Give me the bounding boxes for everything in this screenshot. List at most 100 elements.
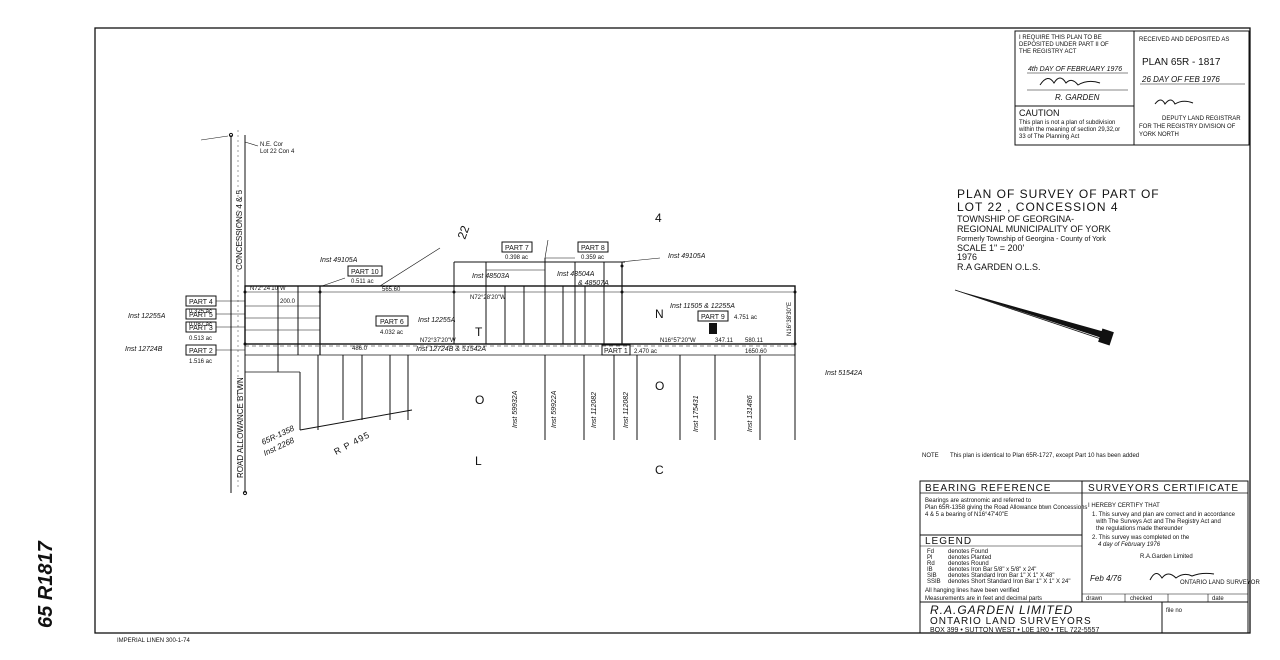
plan-number: PLAN 65R - 1817 <box>1142 57 1221 68</box>
svg-text:0.511 ac: 0.511 ac <box>351 279 374 285</box>
registrar-line: DEPUTY LAND REGISTRAR <box>1162 116 1241 122</box>
legend-text-1: denotes Found <box>948 549 988 555</box>
bearing-reference-2: Plan 65R-1358 giving the Road Allowance … <box>925 505 1087 511</box>
svg-text:2.470 ac: 2.470 ac <box>634 349 657 355</box>
concession-number: 4 <box>655 211 662 225</box>
svg-text:PART 2: PART 2 <box>189 348 213 355</box>
svg-text:PART 4: PART 4 <box>189 299 213 306</box>
bearing-left-top: N72°24'10"W <box>250 286 286 292</box>
rp-495: R P 495 <box>332 429 371 456</box>
title-line-1: PLAN OF SURVEY OF PART OF <box>957 187 1160 201</box>
bearing-part1: N16°57'20"W <box>660 338 696 344</box>
certificate-item1-1: 1. This survey and plan are correct and … <box>1092 512 1236 518</box>
margin-handwritten: 65 R1817 <box>35 540 57 628</box>
certificate-title: SURVEYORS CERTIFICATE <box>1088 483 1239 494</box>
distance-1: 565.60 <box>382 287 401 293</box>
legend-text-2: denotes Planted <box>948 555 991 561</box>
require-text-2: DEPOSITED UNDER PART II OF <box>1019 42 1109 48</box>
inst-175431: Inst 175431 <box>693 395 700 432</box>
ne-corner-1: N.E. Cor <box>260 142 283 148</box>
certificate-ols: ONTARIO LAND SURVEYOR <box>1180 580 1260 586</box>
lot-letter-t: T <box>475 325 483 339</box>
svg-text:PART 7: PART 7 <box>505 245 529 252</box>
svg-text:PART 1: PART 1 <box>604 348 628 355</box>
bearing-south-main: N72°37'20"W <box>420 338 456 344</box>
part-6: PART 6 4.032 ac <box>375 315 409 336</box>
bottom-block: BEARING REFERENCE Bearings are astronomi… <box>919 480 1260 634</box>
firm-address: BOX 399 • SUTTON WEST • L0E 1R0 • TEL 72… <box>930 627 1099 634</box>
firm-name: R.A.GARDEN LIMITED <box>930 603 1073 617</box>
certificate-item2-2: 4 day of February 1976 <box>1098 542 1161 548</box>
inst-12255a-left: Inst 12255A <box>128 313 166 320</box>
north-arrow <box>954 289 1114 346</box>
legend-sym-4: IB <box>927 567 933 573</box>
inst-112082-a: Inst 112082 <box>591 392 598 428</box>
inst-11505: Inst 11505 & 12255A <box>670 303 735 310</box>
registry-text-1: FOR THE REGISTRY DIVISION OF <box>1139 124 1236 130</box>
firm-file: file no <box>1166 608 1183 614</box>
svg-text:1.516 ac: 1.516 ac <box>189 359 212 365</box>
caution-text-1: This plan is not a plan of subdivision <box>1019 120 1115 126</box>
inst-49105a-left: Inst 49105A <box>320 257 358 264</box>
inst-112082-b: Inst 112082 <box>623 392 630 428</box>
inst-12724b-mid: Inst 12724B & 51542A <box>416 346 486 353</box>
part-7: PART 7 0.398 ac <box>501 241 533 261</box>
con-letter-o: O <box>655 379 664 393</box>
inst-51542a: Inst 51542A <box>825 370 863 377</box>
legend-sym-6: SSIB <box>927 579 941 585</box>
inst-12255a-mid: Inst 12255A <box>418 317 456 324</box>
margin-linen: IMPERIAL LINEN 300-1-74 <box>117 638 190 644</box>
certificate-date: date <box>1212 596 1224 602</box>
certificate-company: R.A.Garden Limited <box>1140 554 1193 560</box>
distance-5: 347.11 <box>715 338 734 344</box>
inst-48507a: & 48507A <box>578 280 609 287</box>
surveyor-signature <box>1149 572 1215 581</box>
svg-text:0.087 ac: 0.087 ac <box>189 322 212 328</box>
bearing-east: N16°38'30"E <box>787 302 793 336</box>
legend-hanging: All hanging lines have been verified <box>925 588 1019 594</box>
part-9: PART 9 4.751 ac <box>697 310 757 322</box>
deposit-day-line: 4th DAY OF FEBRUARY 1976 <box>1028 66 1122 73</box>
lot-letter-o: O <box>475 393 484 407</box>
bearing-reference-1: Bearings are astronomic and referred to <box>925 498 1032 504</box>
con-letter-n: N <box>655 307 664 321</box>
title-block: PLAN OF SURVEY OF PART OF LOT 22 , CONCE… <box>957 187 1160 272</box>
svg-text:4.751 ac: 4.751 ac <box>734 315 757 321</box>
legend-text-5: denotes Standard Iron Bar 1" X 1" X 48" <box>948 573 1054 579</box>
building <box>709 323 717 334</box>
legend-items: Fd denotes Found Pl denotes Planted Rd d… <box>927 549 1070 585</box>
title-surveyor: R.A GARDEN O.L.S. <box>957 262 1041 272</box>
note-text: This plan is identical to Plan 65R-1727,… <box>950 453 1139 459</box>
legend-sym-5: SIB <box>927 573 937 579</box>
inst-49105a-right: Inst 49105A <box>668 253 706 260</box>
svg-text:PART 5: PART 5 <box>189 312 213 319</box>
received-title: RECEIVED AND DEPOSITED AS <box>1139 37 1229 43</box>
lot-number: 22 <box>455 223 473 241</box>
lot-letter-l: L <box>475 454 482 468</box>
svg-text:0.513 ac: 0.513 ac <box>189 336 212 342</box>
part-2: PART 2 1.516 ac <box>185 344 217 365</box>
legend-text-4: denotes Iron Bar 5/8" x 5/8" x 24" <box>948 567 1036 573</box>
sheet-border <box>94 27 1251 634</box>
svg-text:PART 3: PART 3 <box>189 325 213 332</box>
distance-3: 580.11 <box>745 338 764 344</box>
legend-text-3: denotes Round <box>948 561 989 567</box>
title-line-4: REGIONAL MUNICIPALITY OF YORK <box>957 224 1111 234</box>
title-scale: SCALE 1" = 200' <box>957 243 1024 253</box>
svg-text:PART 10: PART 10 <box>351 269 379 276</box>
legend-measure: Measurements are in feet and decimal par… <box>925 596 1042 602</box>
part-10: PART 10 0.511 ac <box>347 265 383 285</box>
svg-text:0.359 ac: 0.359 ac <box>581 255 604 261</box>
bearing-reference-title: BEARING REFERENCE <box>925 483 1051 494</box>
legend-text-6: denotes Short Standard Iron Bar 1" X 1" … <box>948 579 1070 585</box>
legend-sym-1: Fd <box>927 549 934 555</box>
note-label: NOTE <box>922 453 939 459</box>
inst-59922a: Inst 59922A <box>551 390 558 428</box>
bearing-reference-3: 4 & 5 a bearing of N16°47'40"E <box>925 512 1008 518</box>
legend-title: LEGEND <box>925 536 972 547</box>
ne-corner-2: Lot 22 Con 4 <box>260 149 295 155</box>
distance-4: 1650.60 <box>745 349 767 355</box>
svg-text:PART 9: PART 9 <box>701 314 725 321</box>
svg-text:4.032 ac: 4.032 ac <box>380 330 403 336</box>
svg-text:0.325 ac: 0.325 ac <box>189 309 212 315</box>
